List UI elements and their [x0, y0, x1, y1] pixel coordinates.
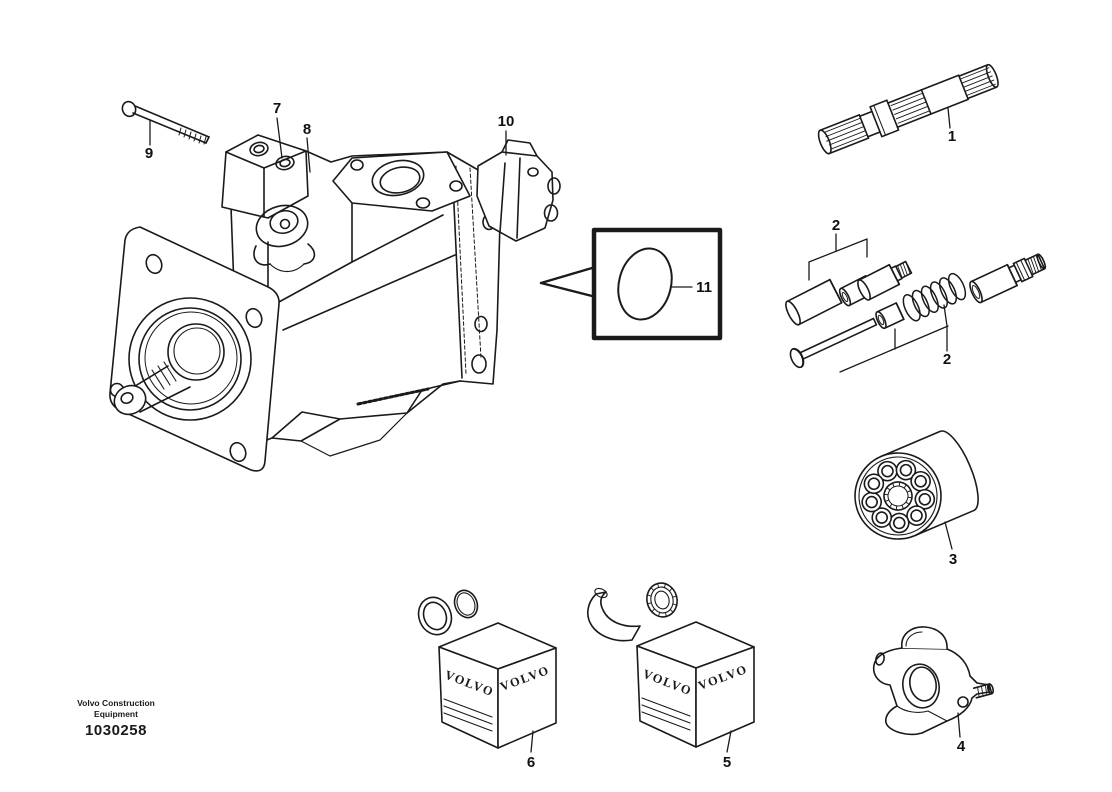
callout-6: 6: [527, 754, 535, 771]
seal-kit-box-left: [417, 589, 557, 749]
pump-rear-flange: [451, 161, 496, 379]
o-ring-seals: [417, 589, 479, 636]
spline-bore-hatch: [884, 482, 912, 510]
pump-top-plate: [332, 151, 471, 212]
flange-screw: [121, 100, 210, 145]
figure-number: 1030258: [85, 722, 147, 740]
bearing-half-shell: [587, 587, 641, 642]
callout-2-upper: 2: [832, 217, 840, 234]
box-label-lines: [641, 697, 691, 731]
callout-4: 4: [957, 738, 966, 755]
footer-block: Volvo Construction Equipment 1030258: [70, 698, 162, 739]
bearing-bracket: [872, 626, 994, 736]
volvo-box: [438, 622, 557, 749]
callout-11: 11: [696, 279, 712, 296]
piston-bores: [861, 459, 936, 534]
valve-pin: [789, 317, 878, 369]
callout-leader-lines: [149, 107, 961, 753]
valve-cartridge: [857, 260, 913, 301]
pump-body: [228, 135, 501, 451]
callout-2-lower: 2: [943, 351, 951, 368]
pump-assembly: [109, 134, 561, 472]
callout-1: 1: [948, 128, 956, 145]
valve-parts-group: [785, 253, 1047, 369]
footer-company-name: Volvo Construction Equipment: [70, 698, 162, 719]
cylinder-block: [854, 430, 979, 540]
pump-front-flange: [109, 226, 280, 472]
valve-spring: [902, 272, 967, 322]
pump-top-cover: [221, 134, 309, 219]
valve-body: [969, 253, 1047, 304]
detail-callout-box: [539, 227, 723, 341]
detail-pointer: [539, 266, 594, 298]
roller-bearing: [646, 582, 678, 618]
footer-company-line2: Equipment: [94, 708, 138, 719]
box-label-lines: [443, 698, 493, 732]
callout-10: 10: [498, 113, 515, 130]
valve-plug: [785, 278, 843, 326]
callout-8: 8: [303, 121, 311, 138]
pump-shaft-stub: [113, 361, 191, 416]
seal-kit-box-right: [587, 582, 755, 748]
callout-3: 3: [949, 551, 957, 568]
footer-company-line1: Volvo Construction: [77, 698, 155, 708]
pump-center-boss: [253, 204, 316, 273]
drive-shaft: [817, 63, 999, 155]
callout-5: 5: [723, 754, 731, 771]
pump-end-fitting: [476, 139, 561, 242]
cover-bolt-heads: [249, 141, 295, 171]
callout-9: 9: [145, 145, 153, 162]
volvo-box: [636, 621, 755, 748]
valve-bushing: [875, 302, 905, 330]
callout-7: 7: [273, 100, 281, 117]
bracket-stud: [972, 683, 994, 699]
o-ring: [617, 247, 673, 321]
